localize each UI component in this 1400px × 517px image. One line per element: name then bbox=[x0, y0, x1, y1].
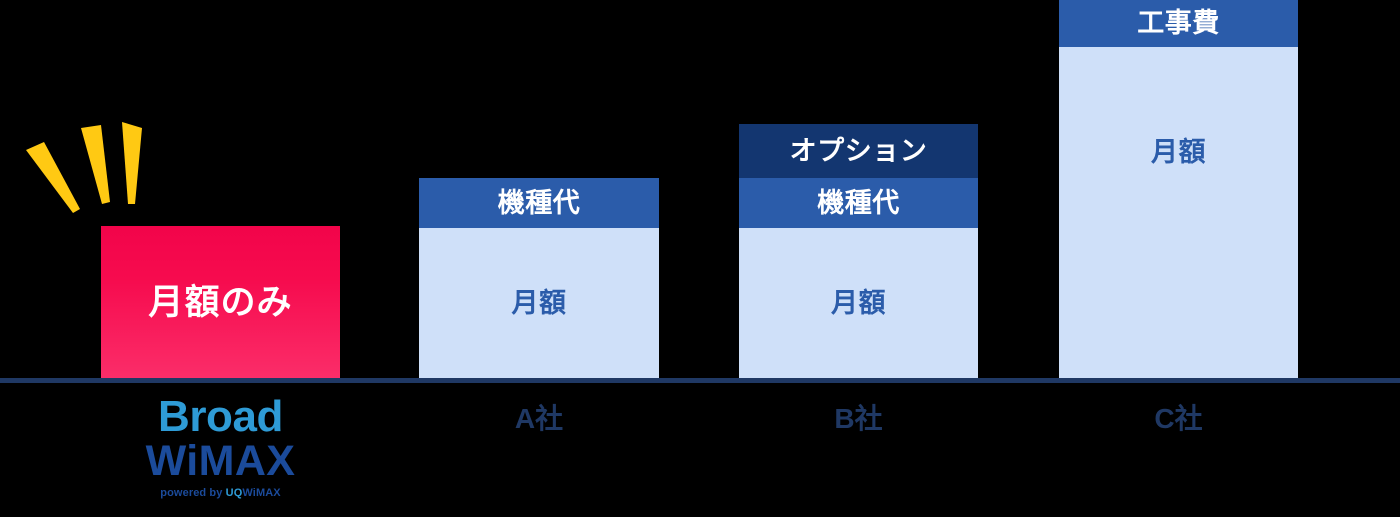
bar-company-c[interactable]: 工事費 月額 bbox=[1059, 0, 1298, 378]
bar-segment-monthly-only[interactable]: 月額のみ bbox=[101, 226, 340, 378]
sparkle-ray-mid bbox=[81, 125, 110, 204]
bar-segment-device-fee[interactable]: 機種代 bbox=[739, 178, 978, 228]
bar-segment-install-fee[interactable]: 工事費 bbox=[1059, 0, 1298, 47]
axis-baseline bbox=[0, 378, 1400, 383]
segment-label: 機種代 bbox=[817, 187, 900, 218]
sparkle-rays-icon bbox=[18, 112, 178, 217]
segment-label: 月額 bbox=[1150, 137, 1207, 167]
bar-company-b[interactable]: オプション 機種代 月額 bbox=[739, 124, 978, 378]
segment-label: 月額 bbox=[830, 287, 887, 318]
broad-wimax-logo: Broad WiMAX powered by UQWiMAX bbox=[101, 392, 340, 499]
category-label-company-b: B社 bbox=[834, 403, 883, 434]
category-label-company-a: A社 bbox=[514, 403, 564, 434]
powered-by-brand-uq: UQ bbox=[225, 486, 243, 499]
logo-powered-by: powered by UQWiMAX bbox=[101, 486, 340, 499]
bar-segment-monthly-fee[interactable]: 月額 bbox=[1059, 47, 1298, 378]
bar-segment-monthly-fee[interactable]: 月額 bbox=[739, 228, 978, 378]
segment-label: 工事費 bbox=[1137, 8, 1220, 38]
logo-text-wimax: WiMAX bbox=[145, 436, 296, 485]
powered-by-brand-wimax: WiMAX bbox=[242, 486, 281, 499]
segment-label: オプション bbox=[789, 135, 928, 166]
bar-segment-monthly-fee[interactable]: 月額 bbox=[419, 228, 659, 378]
segment-label: 月額 bbox=[511, 287, 567, 318]
category-label-company-c: C社 bbox=[1154, 403, 1203, 434]
bar-segment-device-fee[interactable]: 機種代 bbox=[419, 178, 659, 228]
bar-broad-wimax[interactable]: 月額のみ bbox=[101, 226, 340, 378]
bar-segment-option-fee[interactable]: オプション bbox=[739, 124, 978, 178]
bar-company-a[interactable]: 機種代 月額 bbox=[419, 178, 659, 378]
segment-label: 月額のみ bbox=[148, 282, 293, 322]
segment-label: 機種代 bbox=[497, 187, 581, 218]
sparkle-ray-right bbox=[122, 122, 142, 204]
powered-by-prefix: powered by bbox=[160, 486, 226, 499]
logo-text-broad: Broad bbox=[158, 392, 283, 441]
sparkle-ray-left bbox=[26, 142, 80, 213]
